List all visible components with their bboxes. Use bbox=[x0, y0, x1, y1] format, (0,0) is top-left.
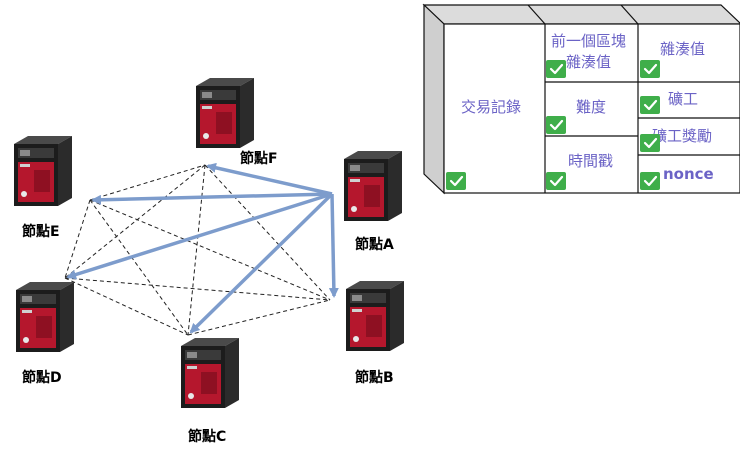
node-E: 節點E bbox=[14, 136, 72, 240]
check-icon bbox=[638, 170, 662, 192]
block-prev-hash-line1: 前一個區塊 bbox=[551, 32, 626, 50]
arrow-A-to-E bbox=[91, 192, 333, 205]
block-nonce: nonce bbox=[663, 165, 714, 183]
block-structure bbox=[422, 3, 740, 195]
check-icon bbox=[544, 170, 568, 192]
node-label-E: 節點E bbox=[22, 223, 60, 240]
block-prev-hash-line2: 雜湊值 bbox=[566, 53, 611, 71]
check-icon bbox=[444, 170, 468, 192]
block-miner: 礦工 bbox=[668, 90, 698, 108]
node-label-F: 節點F bbox=[240, 150, 278, 167]
block-transactions: 交易記錄 bbox=[461, 98, 521, 116]
server-icon bbox=[14, 136, 72, 206]
server-icon bbox=[181, 338, 239, 408]
block-timestamp: 時間戳 bbox=[568, 152, 613, 170]
arrow-A-to-F bbox=[206, 162, 333, 196]
mesh-line-E-B bbox=[89, 199, 331, 301]
server-icon bbox=[16, 282, 74, 352]
node-label-D: 節點D bbox=[22, 369, 62, 386]
block-hash: 雜湊值 bbox=[660, 40, 705, 58]
node-label-C: 節點C bbox=[188, 428, 226, 445]
mesh-line-D-B bbox=[64, 277, 331, 301]
mesh-line-F-D bbox=[64, 164, 206, 279]
mesh-line-C-B bbox=[187, 299, 331, 336]
node-F: 節點F bbox=[196, 78, 278, 167]
check-icon bbox=[544, 114, 568, 136]
node-label-B: 節點B bbox=[355, 369, 394, 386]
broadcast-arrows bbox=[66, 162, 339, 334]
node-C: 節點C bbox=[181, 338, 239, 445]
node-B: 節點B bbox=[346, 281, 404, 386]
mesh-line-E-F bbox=[89, 164, 206, 201]
check-icon bbox=[638, 94, 662, 116]
block-difficulty: 難度 bbox=[576, 98, 606, 116]
mesh-connections bbox=[64, 164, 331, 336]
check-icon bbox=[638, 58, 662, 80]
server-icon bbox=[196, 78, 254, 148]
mesh-line-D-C bbox=[64, 277, 189, 336]
check-icon bbox=[544, 58, 568, 80]
mesh-line-F-C bbox=[187, 164, 206, 336]
mesh-line-E-C bbox=[89, 199, 189, 336]
node-D: 節點D bbox=[16, 282, 74, 386]
arrow-A-to-C bbox=[189, 192, 334, 334]
arrow-A-to-D bbox=[66, 192, 333, 280]
server-icon bbox=[346, 281, 404, 351]
check-icon bbox=[638, 132, 662, 154]
mesh-line-F-B bbox=[204, 164, 331, 301]
node-A: 節點A bbox=[344, 151, 402, 253]
arrow-A-to-B bbox=[328, 193, 339, 298]
block-reward: 礦工獎勵 bbox=[652, 127, 712, 145]
mesh-line-E-D bbox=[64, 199, 91, 279]
node-label-A: 節點A bbox=[355, 236, 394, 253]
server-icon bbox=[344, 151, 402, 221]
